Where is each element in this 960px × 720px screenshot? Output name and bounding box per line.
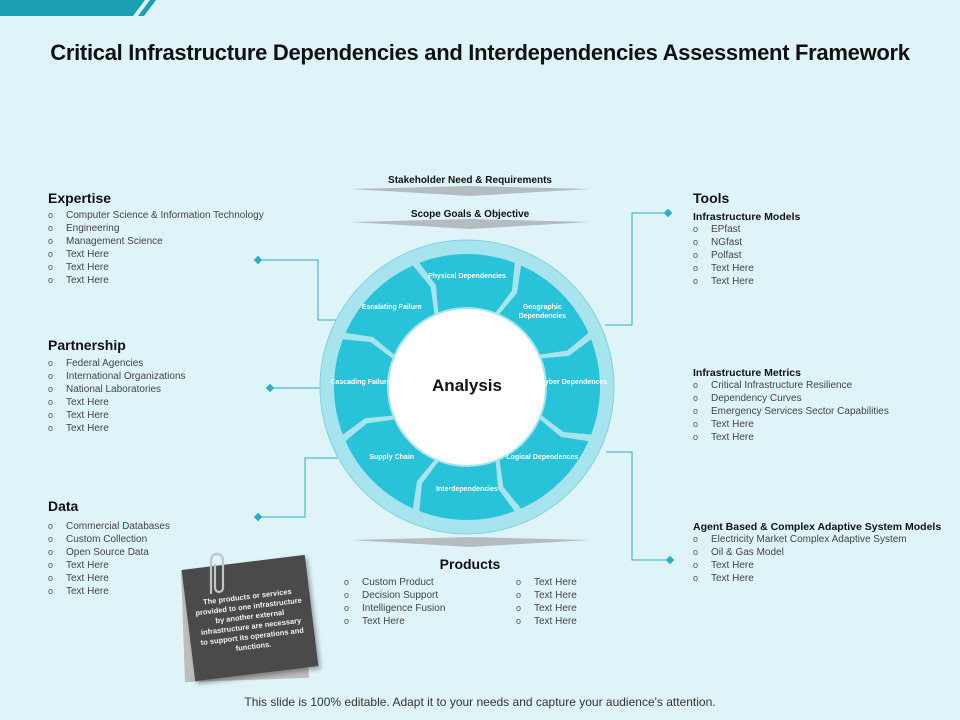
corner-decoration <box>0 0 156 16</box>
list-item: Text Here <box>516 576 577 589</box>
list-item: Text Here <box>516 615 577 628</box>
list-item: Text Here <box>48 274 264 287</box>
expertise-heading: Expertise <box>48 190 112 206</box>
list-item: Decision Support <box>344 589 445 602</box>
agent-heading: Agent Based & Complex Adaptive System Mo… <box>693 521 942 533</box>
segment-7 <box>333 339 393 435</box>
models-list: EPfast NGfast Polfast Text Here Text Her… <box>693 223 800 288</box>
list-item: Text Here <box>48 248 264 261</box>
segment-label: Supply Chain <box>369 454 415 462</box>
segment-5 <box>419 461 515 520</box>
list-item: Commercial Databases <box>48 520 170 533</box>
partnership-list: Federal Agencies International Organizat… <box>48 357 186 435</box>
paperclip-icon <box>209 552 225 594</box>
right-connectors <box>605 212 670 561</box>
list-item: Text Here <box>48 409 186 422</box>
list-item: Management Science <box>48 235 264 248</box>
metrics-heading: Infrastructure Metrics <box>693 367 801 379</box>
top-bar-shapes <box>350 186 590 547</box>
list-item: Text Here <box>516 602 577 615</box>
segment-label: Geographic Dependencies <box>518 303 567 320</box>
list-item: Text Here <box>48 572 170 585</box>
partnership-section: Partnership Federal Agencies Internation… <box>48 337 186 435</box>
list-item: Emergency Services Sector Capabilities <box>693 405 889 418</box>
list-item: NGfast <box>693 236 800 249</box>
segment-1 <box>419 253 515 313</box>
segment-6 <box>345 419 435 509</box>
list-item: Custom Collection <box>48 533 170 546</box>
list-item: Engineering <box>48 222 264 235</box>
models-heading: Infrastructure Models <box>693 211 801 223</box>
center-label: Analysis <box>432 376 502 395</box>
list-item: Electricity Market Complex Adaptive Syst… <box>693 533 941 546</box>
left-connectors <box>258 259 345 518</box>
agent-list: Electricity Market Complex Adaptive Syst… <box>693 533 941 585</box>
page-title: Critical Infrastructure Dependencies and… <box>50 40 910 65</box>
list-item: Text Here <box>48 422 186 435</box>
list-item: Text Here <box>48 585 170 598</box>
segment-label: Interdependencies <box>436 485 498 493</box>
list-item: Open Source Data <box>48 546 170 559</box>
segment-label: Cascading Failure <box>330 379 391 386</box>
metrics-section: Infrastructure Metrics Critical Infrastr… <box>693 367 889 444</box>
right-connector-dots <box>663 208 675 565</box>
expertise-section: Expertise Computer Science & Information… <box>48 190 264 287</box>
list-item: International Organizations <box>48 370 186 383</box>
segment-4 <box>499 419 589 509</box>
list-item: National Laboratories <box>48 383 186 396</box>
expertise-list: Computer Science & Information Technolog… <box>48 209 264 287</box>
tools-section: Tools Infrastructure Models EPfast NGfas… <box>693 190 800 288</box>
list-item: Oil & Gas Model <box>693 546 941 559</box>
segment-label: Escalating Failure <box>361 303 422 311</box>
products-list-2: Text Here Text Here Text Here Text Here <box>516 576 577 628</box>
products-list-1: Custom Product Decision Support Intellig… <box>344 576 445 628</box>
list-item: Text Here <box>693 262 800 275</box>
list-item: Federal Agencies <box>48 357 186 370</box>
segment-label: Physical Dependencies <box>428 272 506 280</box>
list-item: EPfast <box>693 223 800 236</box>
list-item: Text Here <box>48 261 264 274</box>
list-item: Text Here <box>693 559 941 572</box>
list-item: Text Here <box>693 572 941 585</box>
list-item: Dependency Curves <box>693 392 889 405</box>
segment-8 <box>345 265 435 355</box>
left-connector-dots <box>253 255 275 522</box>
list-item: Text Here <box>48 396 186 409</box>
agent-section: Agent Based & Complex Adaptive System Mo… <box>693 521 941 585</box>
list-item: Custom Product <box>344 576 445 589</box>
scope-label: Scope Goals & Objective <box>410 209 530 220</box>
data-list: Commercial Databases Custom Collection O… <box>48 520 170 598</box>
segment-ring <box>333 253 600 520</box>
list-item: Text Here <box>516 589 577 602</box>
segment-2 <box>499 265 589 355</box>
data-heading: Data <box>48 498 79 514</box>
list-item: Text Here <box>693 418 889 431</box>
tools-heading: Tools <box>693 190 730 206</box>
list-item: Intelligence Fusion <box>344 602 445 615</box>
footer-text: This slide is 100% editable. Adapt it to… <box>244 695 716 709</box>
segment-3 <box>541 339 600 435</box>
list-item: Polfast <box>693 249 800 262</box>
list-item: Text Here <box>693 431 889 444</box>
list-item: Text Here <box>344 615 445 628</box>
list-item: Computer Science & Information Technolog… <box>48 209 264 222</box>
list-item: Text Here <box>693 275 800 288</box>
stakeholder-label: Stakeholder Need & Requirements <box>388 175 552 186</box>
center-circle <box>389 309 545 465</box>
products-heading: Products <box>439 556 501 572</box>
data-section: Data Commercial Databases Custom Collect… <box>48 498 170 598</box>
partnership-heading: Partnership <box>48 337 126 353</box>
segment-label: Cyber Dependences <box>539 379 608 386</box>
metrics-list: Critical Infrastructure Resilience Depen… <box>693 379 889 444</box>
segment-label: Logical Dependences <box>506 454 579 462</box>
list-item: Text Here <box>48 559 170 572</box>
list-item: Critical Infrastructure Resilience <box>693 379 889 392</box>
